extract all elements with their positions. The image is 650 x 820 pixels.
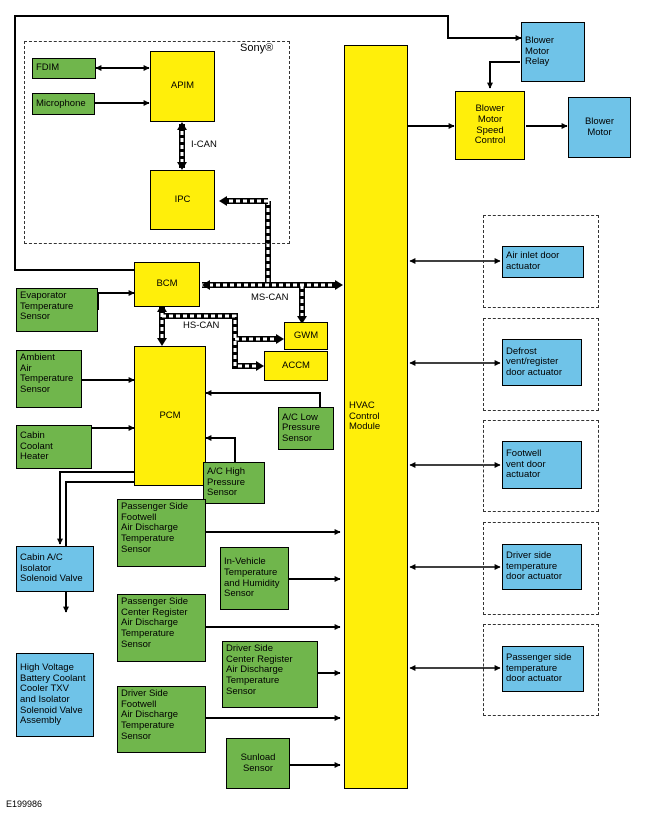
footwell-vent-door-actuator[interactable]: Footwell vent door actuator <box>502 441 582 489</box>
defrost-label: Defrost vent/register door actuator <box>506 345 562 378</box>
pcm-label: PCM <box>159 409 181 421</box>
drv-footwell-label: Driver Side Footwell Air Discharge Tempe… <box>121 688 179 742</box>
defrost-frame <box>483 318 599 411</box>
cabin-coolant-heater[interactable]: Cabin Coolant Heater <box>16 425 92 469</box>
ac-high-label: A/C High Pressure Sensor <box>207 466 246 499</box>
blower-relay-label: Blower Motor Relay <box>525 35 555 68</box>
fdim-module[interactable]: FDIM <box>32 58 96 79</box>
hs-can-label: HS-CAN <box>183 320 220 331</box>
pass-footwell-label: Passenger Side Footwell Air Discharge Te… <box>121 501 189 555</box>
driver-temp-frame <box>483 522 599 615</box>
microphone-module[interactable]: Microphone <box>32 93 95 115</box>
drv-footwell-sensor[interactable]: Driver Side Footwell Air Discharge Tempe… <box>117 686 206 753</box>
ms-can-label: MS-CAN <box>251 292 289 303</box>
footwell-vent-frame <box>483 420 599 512</box>
driver-temp-door-actuator[interactable]: Driver side temperature door actuator <box>502 544 582 590</box>
air-inlet-frame <box>483 215 599 308</box>
hv-battery-valve-assembly[interactable]: High Voltage Battery Coolant Cooler TXV … <box>16 653 94 737</box>
bcm-to-blower-relay-line <box>14 15 522 271</box>
pass-center-sensor[interactable]: Passenger Side Center Register Air Disch… <box>117 594 206 662</box>
microphone-label: Microphone <box>36 97 86 109</box>
evaporator-sensor[interactable]: Evaporator Temperature Sensor <box>16 288 98 332</box>
i-can-label: I-CAN <box>191 139 217 150</box>
passenger-temp-frame <box>483 624 599 716</box>
fdim-label: FDIM <box>36 62 60 74</box>
hvac-label: HVAC Control Module <box>349 400 381 433</box>
cabin-ac-isolator-valve[interactable]: Cabin A/C Isolator Solenoid Valve <box>16 546 94 592</box>
ipc-module[interactable]: IPC <box>150 170 215 230</box>
defrost-door-actuator[interactable]: Defrost vent/register door actuator <box>502 339 582 386</box>
ac-high-pcm-line <box>205 435 236 466</box>
blower-motor-speed-control[interactable]: Blower Motor Speed Control <box>455 91 525 160</box>
cabin-heater-label: Cabin Coolant Heater <box>20 430 53 463</box>
pcm-cabin-valve-line <box>57 471 134 545</box>
blower-speed-label: Blower Motor Speed Control <box>474 103 506 147</box>
blower-motor[interactable]: Blower Motor <box>568 97 631 158</box>
ac-high-pressure-sensor[interactable]: A/C High Pressure Sensor <box>203 462 265 504</box>
hvac-control-module[interactable]: HVAC Control Module <box>344 45 408 789</box>
evaporator-label: Evaporator Temperature Sensor <box>20 290 74 323</box>
cabin-ac-valve-label: Cabin A/C Isolator Solenoid Valve <box>20 552 83 585</box>
accm-module[interactable]: ACCM <box>264 351 328 381</box>
accm-label: ACCM <box>282 359 310 371</box>
evaporator-bcm-line <box>97 290 135 310</box>
in-vehicle-label: In-Vehicle Temperature and Humidity Sens… <box>224 556 280 600</box>
gwm-label: GWM <box>293 329 319 341</box>
blower-motor-relay[interactable]: Blower Motor Relay <box>521 22 585 82</box>
ac-low-pressure-sensor[interactable]: A/C Low Pressure Sensor <box>278 407 334 450</box>
ambient-label: Ambient Air Temperature Sensor <box>20 352 74 395</box>
bcm-module[interactable]: BCM <box>134 262 200 307</box>
in-vehicle-sensor[interactable]: In-Vehicle Temperature and Humidity Sens… <box>220 547 289 610</box>
pass-center-label: Passenger Side Center Register Air Disch… <box>121 596 189 650</box>
ac-low-label: A/C Low Pressure Sensor <box>282 411 321 444</box>
drv-center-label: Driver Side Center Register Air Discharg… <box>226 643 293 697</box>
relay-to-speed-control-line <box>487 61 520 89</box>
sunload-sensor[interactable]: Sunload Sensor <box>226 738 290 789</box>
bcm-label: BCM <box>156 278 178 290</box>
footwell-vent-label: Footwell vent door actuator <box>506 448 546 481</box>
pcm-module[interactable]: PCM <box>134 346 206 486</box>
air-inlet-door-actuator[interactable]: Air inlet door actuator <box>502 246 584 278</box>
ipc-label: IPC <box>174 193 191 205</box>
drv-center-sensor[interactable]: Driver Side Center Register Air Discharg… <box>222 641 318 708</box>
sunload-label: Sunload Sensor <box>240 751 276 774</box>
air-inlet-label: Air inlet door actuator <box>506 250 560 272</box>
apim-label: APIM <box>170 80 195 92</box>
pass-footwell-sensor[interactable]: Passenger Side Footwell Air Discharge Te… <box>117 499 206 567</box>
passenger-temp-label: Passenger side temperature door actuator <box>506 652 572 685</box>
blower-motor-label: Blower Motor <box>584 115 615 138</box>
sony-group-frame <box>24 41 290 244</box>
figure-id: E199986 <box>6 799 43 809</box>
pcm-hv-battery-line <box>56 484 134 490</box>
ac-low-pcm-line <box>205 390 321 407</box>
driver-temp-label: Driver side temperature door actuator <box>506 550 562 583</box>
apim-module[interactable]: APIM <box>150 51 215 122</box>
sony-label: Sony® <box>240 42 274 54</box>
gwm-module[interactable]: GWM <box>284 322 328 350</box>
passenger-temp-door-actuator[interactable]: Passenger side temperature door actuator <box>502 646 584 692</box>
hv-battery-label: High Voltage Battery Coolant Cooler TXV … <box>20 662 86 727</box>
ambient-sensor[interactable]: Ambient Air Temperature Sensor <box>16 350 82 408</box>
